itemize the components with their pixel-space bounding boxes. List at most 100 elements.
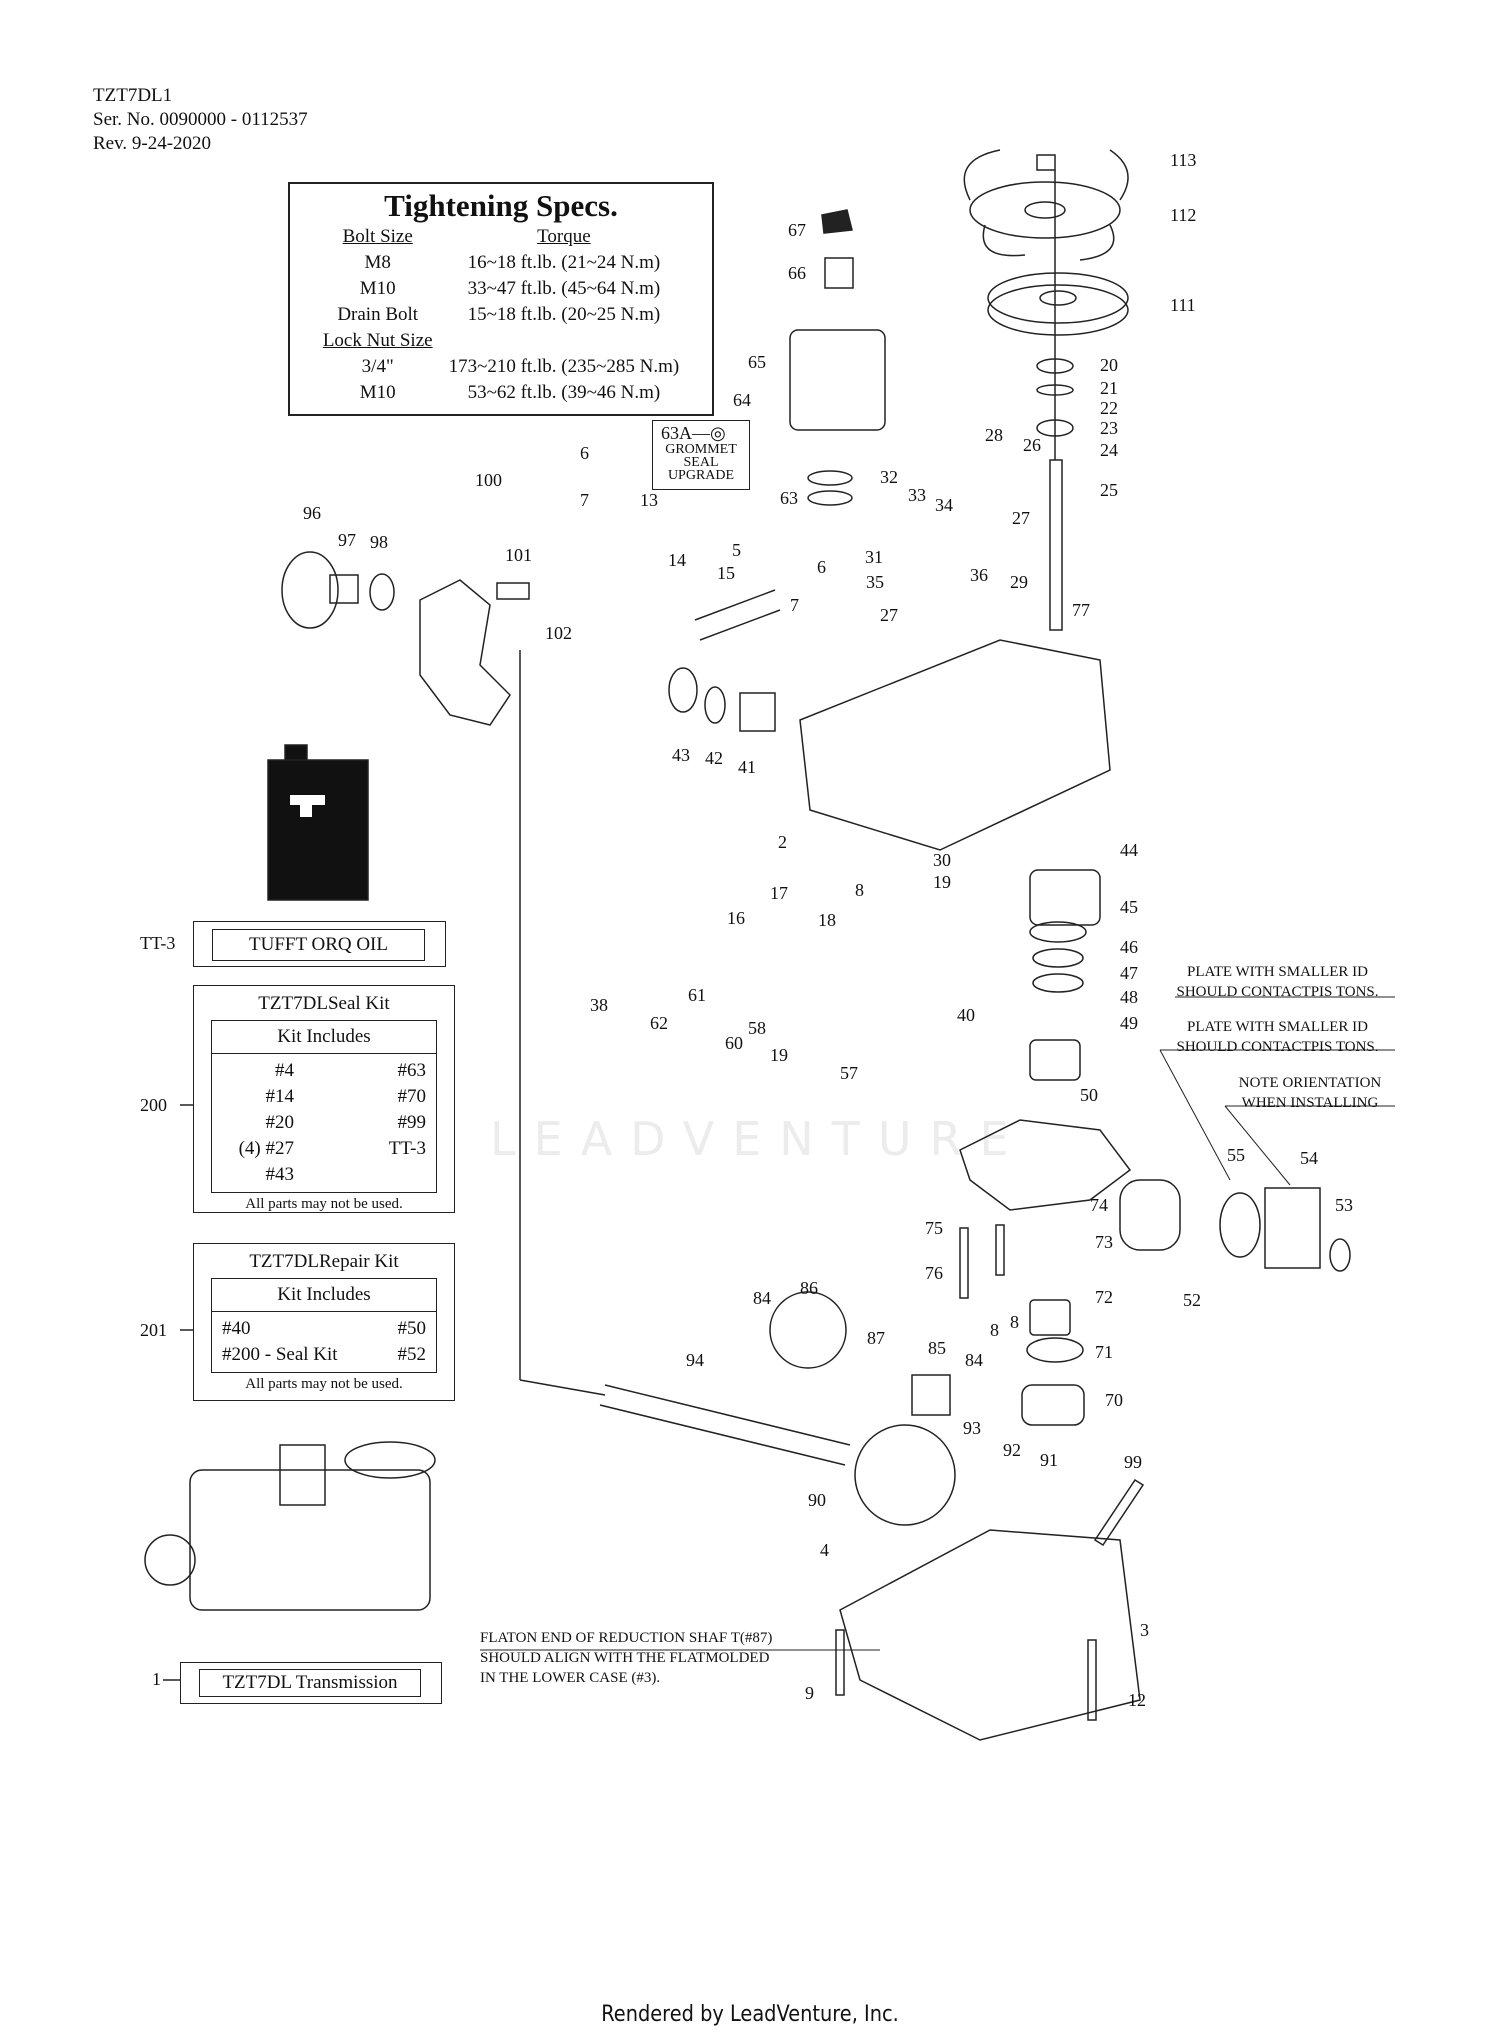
callout-102: 102 (545, 623, 572, 643)
callout-113: 113 (1170, 150, 1197, 170)
callout-29: 29 (1010, 572, 1028, 592)
kit-part: #40 (222, 1318, 251, 1339)
repair-kit-parts: #40#50 #200 - Seal Kit#52 (212, 1312, 436, 1372)
callout-5: 5 (732, 540, 741, 560)
torque-value: 15~18 ft.lb. (20~25 N.m) (467, 304, 661, 325)
pulley-icon (987, 272, 1129, 336)
callout-99: 99 (1124, 1452, 1142, 1472)
callout-87: 87 (867, 1328, 885, 1348)
callout-31: 31 (865, 547, 883, 567)
lower-case-icon (839, 1529, 1141, 1741)
seal-kit-footnote: All parts may not be used. (245, 1196, 403, 1212)
callout-42: 42 (705, 748, 723, 768)
specs-col-torque: Torque (537, 226, 591, 247)
callout-43: 43 (672, 745, 690, 765)
note-line: NOTE ORIENTATION (1238, 1075, 1382, 1091)
kit-part: #63 (397, 1060, 427, 1081)
callout-7: 7 (580, 490, 589, 510)
callout-92: 92 (1003, 1440, 1021, 1460)
callout-8: 8 (855, 880, 864, 900)
grommet-upgrade-box: 63A—◎ GROMMET SEAL UPGRADE (652, 420, 750, 490)
callout-16: 16 (727, 908, 745, 928)
callout-100: 100 (475, 470, 502, 490)
oil-jug-icon (267, 744, 369, 901)
callout-47: 47 (1120, 963, 1138, 983)
callout-27: 27 (1012, 508, 1030, 528)
seal-kit-includes-label: Kit Includes (212, 1021, 436, 1054)
callout-8b: 8 (1010, 1312, 1019, 1332)
callout-40: 40 (957, 1005, 975, 1025)
bolt-size: M8 (364, 252, 391, 273)
specs-row: M10 53~62 ft.lb. (39~46 N.m) (315, 380, 687, 406)
callout-6: 6 (580, 443, 589, 463)
callout-53: 53 (1335, 1195, 1353, 1215)
kit-part: #4 (275, 1060, 294, 1081)
callout-101: 101 (505, 545, 532, 565)
callout-25: 25 (1100, 480, 1118, 500)
transmission-box: TZT7DL Transmission (180, 1662, 442, 1704)
callout-12: 12 (1128, 1690, 1146, 1710)
transmission-label: TZT7DL Transmission (199, 1669, 421, 1697)
bolt-size: M10 (359, 278, 396, 299)
callout-57: 57 (840, 1063, 858, 1083)
callout-38: 38 (590, 995, 608, 1015)
callout-24: 24 (1100, 440, 1118, 460)
note-plate-2: PLATE WITH SMALLER ID SHOULD CONTACTPIS … (1160, 1017, 1395, 1057)
callout-19: 19 (933, 872, 951, 892)
specs-table: Bolt Size Torque M8 16~18 ft.lb. (21~24 … (315, 224, 687, 406)
callout-86: 86 (800, 1278, 818, 1298)
callout-22: 22 (1100, 398, 1118, 418)
specs-row: M8 16~18 ft.lb. (21~24 N.m) (315, 250, 687, 276)
callout-7b: 7 (790, 595, 799, 615)
callout-44: 44 (1120, 840, 1138, 860)
kit-part: #99 (397, 1112, 427, 1133)
note-line: IN THE LOWER CASE (#3). (480, 1670, 661, 1686)
specs-row: M10 33~47 ft.lb. (45~64 N.m) (315, 276, 687, 302)
callout-98: 98 (370, 532, 388, 552)
callout-49: 49 (1120, 1013, 1138, 1033)
callout-8c: 8 (990, 1320, 999, 1340)
kit-part: #43 (265, 1164, 295, 1185)
revision-date: Rev. 9-24-2020 (93, 133, 212, 154)
callout-94: 94 (686, 1350, 704, 1370)
callout-2: 2 (778, 832, 787, 852)
nut-size: M10 (359, 382, 396, 403)
callout-14: 14 (668, 550, 686, 570)
callout-26: 26 (1023, 435, 1041, 455)
specs-row: Drain Bolt 15~18 ft.lb. (20~25 N.m) (315, 302, 687, 328)
seal-kit-includes: Kit Includes #4#63 #14#70 #20#99 (4) #27… (211, 1020, 437, 1193)
callout-66: 66 (788, 263, 806, 283)
callout-55: 55 (1227, 1145, 1245, 1165)
callout-64: 64 (733, 390, 751, 410)
callout-97: 97 (338, 530, 356, 550)
callout-54: 54 (1300, 1148, 1318, 1168)
callout-58: 58 (748, 1018, 766, 1038)
callout-91: 91 (1040, 1450, 1058, 1470)
kit-part: #200 - Seal Kit (222, 1344, 338, 1365)
callout-50: 50 (1080, 1085, 1098, 1105)
callout-76: 76 (925, 1263, 943, 1283)
callout-21: 21 (1100, 378, 1118, 398)
axle-shaft-94-icon (599, 1384, 851, 1466)
callout-75: 75 (925, 1218, 943, 1238)
grommet-icon: ◎ (710, 423, 726, 443)
repair-kit-footnote: All parts may not be used. (245, 1376, 403, 1392)
callout-93: 93 (963, 1418, 981, 1438)
callout-28: 28 (985, 425, 1003, 445)
callout-111: 111 (1170, 295, 1196, 315)
callout-90: 90 (808, 1490, 826, 1510)
callout-84: 84 (753, 1288, 771, 1308)
callout-32: 32 (880, 467, 898, 487)
specs-row: 3/4" 173~210 ft.lb. (235~285 N.m) (315, 354, 687, 380)
kit-part: #52 (397, 1344, 427, 1365)
callout-15: 15 (717, 563, 735, 583)
sealant-tube-icon (1093, 1478, 1145, 1547)
repair-kit-ref: 201 (140, 1320, 167, 1340)
callout-48: 48 (1120, 987, 1138, 1007)
note-line: SHOULD ALIGN WITH THE FLATMOLDED (480, 1650, 770, 1666)
footer-credit: Rendered by LeadVenture, Inc. (601, 2002, 899, 2027)
callout-70: 70 (1105, 1390, 1123, 1410)
callout-85: 85 (928, 1338, 946, 1358)
grommet-label-1: GROMMET (665, 442, 737, 457)
callout-27b: 27 (880, 605, 898, 625)
